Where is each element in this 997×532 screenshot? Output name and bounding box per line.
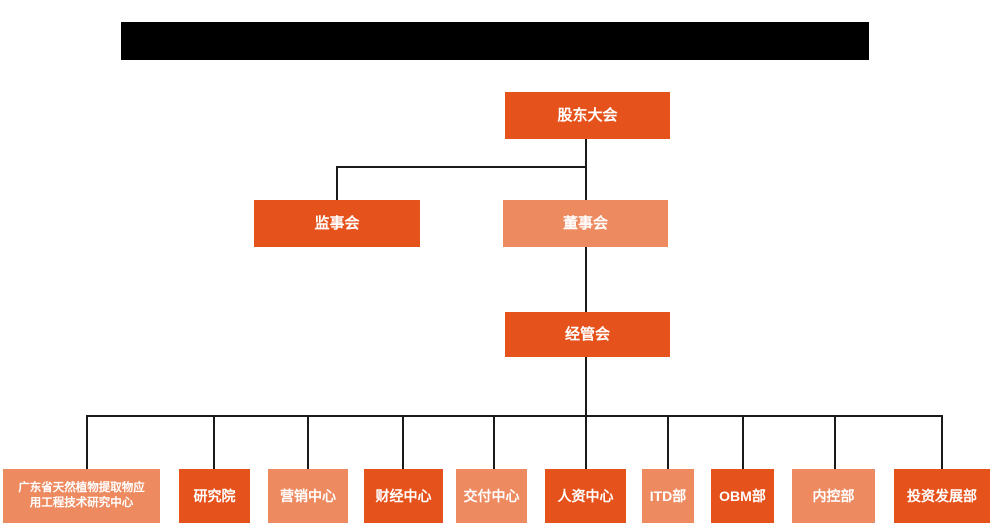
connector-trunk-management-departments — [585, 357, 587, 417]
org-node-shareholders-meeting: 股东大会 — [505, 92, 670, 139]
connector-drop-directors — [585, 166, 587, 200]
connector-trunk-directors-management — [585, 247, 587, 312]
connector-drop-research-center — [86, 415, 88, 469]
connector-branch-horizontal — [336, 166, 587, 168]
org-node-gd-natural-plant-extract-research-center: 广东省天然植物提取物应 用工程技术研究中心 — [3, 469, 160, 523]
org-node-label: ITD部 — [649, 487, 687, 504]
connector-drop-research-institute — [213, 415, 215, 469]
org-node-label: 投资发展部 — [907, 487, 977, 504]
org-node-delivery-center: 交付中心 — [456, 469, 527, 523]
org-node-label: 董事会 — [562, 214, 608, 232]
org-node-label-line2: 用工程技术研究中心 — [29, 497, 134, 509]
org-node-marketing-center: 营销中心 — [268, 469, 348, 523]
connector-trunk-shareholders — [585, 139, 587, 168]
org-node-supervisory-board: 监事会 — [254, 200, 420, 247]
org-node-internal-control-dept: 内控部 — [792, 469, 875, 523]
org-node-label-line1: 广东省天然植物提取物应 — [18, 482, 145, 495]
connector-drop-finance — [402, 415, 404, 469]
org-node-label: 营销中心 — [280, 487, 336, 504]
org-node-label: OBM部 — [719, 487, 766, 504]
org-node-label: 交付中心 — [463, 487, 520, 504]
connector-drop-investment — [941, 415, 943, 469]
connector-drop-marketing — [307, 415, 309, 469]
connector-drop-itd — [667, 415, 669, 469]
connector-distributor-horizontal — [86, 415, 943, 417]
org-node-label: 人资中心 — [557, 487, 614, 504]
connector-drop-hr — [585, 415, 587, 469]
redacted-title-bar — [121, 22, 869, 60]
org-node-label: 内控部 — [812, 487, 855, 504]
org-node-label: 监事会 — [314, 214, 360, 232]
org-node-investment-development-dept: 投资发展部 — [894, 469, 990, 523]
org-node-board-of-directors: 董事会 — [503, 200, 668, 247]
org-node-research-institute: 研究院 — [179, 469, 250, 523]
connector-drop-obm — [742, 415, 744, 469]
org-node-management-committee: 经管会 — [505, 312, 670, 357]
org-node-label: 经管会 — [564, 325, 610, 343]
org-node-label: 财经中心 — [375, 487, 432, 504]
org-node-label: 研究院 — [193, 487, 236, 504]
connector-drop-delivery — [493, 415, 495, 469]
org-node-itd-dept: ITD部 — [642, 469, 694, 523]
connector-drop-supervisory — [336, 166, 338, 200]
org-node-hr-center: 人资中心 — [545, 469, 626, 523]
connector-drop-internal-control — [834, 415, 836, 469]
org-node-obm-dept: OBM部 — [711, 469, 774, 523]
org-node-finance-center: 财经中心 — [364, 469, 443, 523]
org-node-label: 股东大会 — [557, 106, 618, 124]
